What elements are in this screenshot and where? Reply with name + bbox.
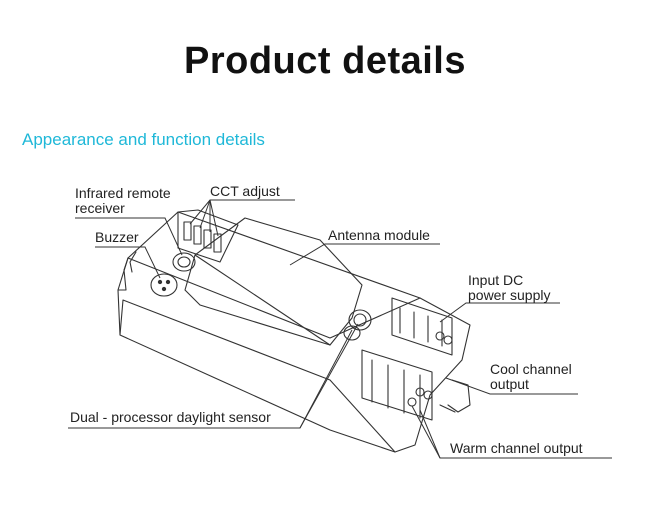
buzzer [150, 273, 178, 297]
label-antenna-module: Antenna module [328, 227, 430, 243]
ir-receiver [172, 252, 196, 272]
left-mount-tab [117, 257, 129, 291]
cct-switch-housing [177, 209, 239, 263]
leader-antenna [289, 243, 440, 266]
label-warm-channel: Warm channel output [450, 440, 583, 456]
daylight-sensor [348, 309, 372, 331]
output-terminal [361, 349, 433, 421]
cct-switch-2 [193, 225, 202, 245]
label-input-dc: Input DC power supply [468, 272, 551, 303]
leader-cool [445, 377, 578, 395]
antenna-module [184, 217, 363, 346]
label-buzzer: Buzzer [95, 229, 139, 245]
input-terminal [391, 297, 453, 356]
leader-input [439, 302, 560, 323]
housing-top-edge [127, 257, 421, 339]
leader-ir [75, 217, 183, 256]
cct-switch-3 [203, 229, 212, 249]
label-cool-channel: Cool channel output [490, 361, 572, 392]
page-title: Product details [184, 40, 466, 82]
cct-switch-1 [183, 221, 192, 241]
housing-outline [117, 211, 471, 453]
label-ir-receiver: Infrared remote receiver [75, 185, 171, 216]
label-daylight-sensor: Dual - processor daylight sensor [70, 409, 271, 425]
leader-buzzer [95, 246, 161, 279]
right-mount-tab [447, 379, 471, 413]
section-subtitle: Appearance and function details [22, 130, 265, 149]
label-cct-adjust: CCT adjust [210, 183, 280, 199]
